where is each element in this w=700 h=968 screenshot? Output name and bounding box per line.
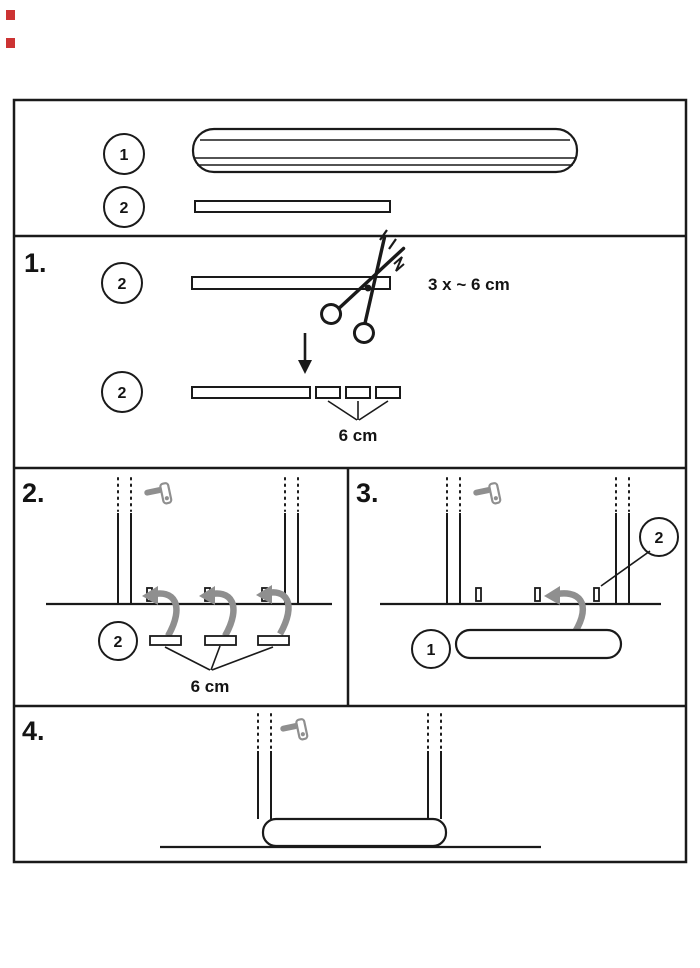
step-number: 3. — [356, 478, 379, 508]
piece-length-text: 6 cm — [339, 426, 378, 445]
step-4-panel: 4. — [22, 713, 541, 849]
cut-motion-mark — [388, 238, 397, 250]
part-badge-circle — [411, 629, 451, 669]
scissors-blade — [363, 235, 387, 325]
callout-line — [600, 550, 651, 587]
part-badge-circle — [101, 371, 143, 413]
part-badge-circle — [101, 262, 143, 304]
part-badge-label: 2 — [655, 530, 664, 547]
curved-arrow-icon — [256, 585, 292, 636]
part-badge-label: 1 — [427, 642, 436, 659]
part-badge-circle — [639, 517, 679, 557]
step-number: 2. — [22, 478, 45, 508]
part-badge-label: 1 — [120, 147, 129, 164]
draft-stopper-pad — [191, 127, 579, 174]
draft-stopper-pad-installed — [261, 817, 448, 848]
draft-stopper-pad — [454, 628, 623, 660]
part-badge-label: 2 — [120, 200, 129, 217]
piece-length-text: 6 cm — [191, 677, 230, 696]
door-edges — [117, 477, 299, 603]
arrow-head — [199, 586, 215, 605]
callout-line — [358, 400, 389, 421]
cut-piece — [149, 635, 182, 646]
part-badge-label: 2 — [114, 634, 123, 651]
cut-instruction-text: 3 x ~ 6 cm — [428, 275, 510, 294]
callout-line — [211, 646, 274, 671]
callout-line — [210, 645, 221, 671]
scissors-loop — [320, 303, 343, 326]
arrow-head — [142, 586, 158, 605]
curved-arrow-icon — [544, 586, 587, 634]
arrow-head — [544, 586, 560, 605]
step-number: 1. — [24, 248, 47, 278]
step-2-panel: 2. 2 — [22, 477, 332, 696]
curved-arrow-icon — [142, 586, 180, 638]
part-badge-circle — [98, 621, 138, 661]
part-badge-circle — [103, 133, 145, 175]
part-badge-label: 2 — [118, 385, 127, 402]
callout-line — [327, 400, 358, 421]
cut-motion-mark — [379, 229, 388, 241]
door-edges — [446, 477, 630, 603]
scissors-pivot — [364, 284, 372, 292]
scissors-blade — [337, 246, 406, 310]
part-badge-label: 2 — [118, 276, 127, 293]
print-mark — [6, 10, 15, 20]
parts-panel: 1 2 — [103, 127, 579, 228]
cut-piece — [345, 386, 371, 399]
arrow-head — [256, 585, 272, 604]
applied-piece — [534, 587, 541, 602]
applied-piece — [593, 587, 600, 602]
cut-piece — [257, 635, 290, 646]
adhesive-strip — [194, 200, 391, 213]
part-badge-circle — [103, 186, 145, 228]
door-edges — [257, 713, 442, 819]
down-arrow-icon — [298, 333, 312, 374]
applied-piece — [475, 587, 482, 602]
adhesive-strip-remainder — [191, 386, 311, 399]
step-1-panel: 1. 2 3 x ~ 6 cm 2 6 cm — [24, 229, 510, 445]
adhesive-strip — [191, 276, 391, 290]
scissors-loop — [352, 322, 375, 345]
cut-piece — [204, 635, 237, 646]
step-3-panel: 3. 2 1 — [356, 477, 679, 669]
step-number: 4. — [22, 716, 45, 746]
scissors-icon — [320, 235, 406, 345]
cut-piece — [315, 386, 341, 399]
curved-arrow-icon — [199, 586, 237, 638]
callout-line — [164, 646, 211, 671]
cut-piece — [375, 386, 401, 399]
print-mark — [6, 38, 15, 48]
cut-snippet-mark — [393, 256, 405, 272]
arrow-head — [298, 360, 312, 374]
